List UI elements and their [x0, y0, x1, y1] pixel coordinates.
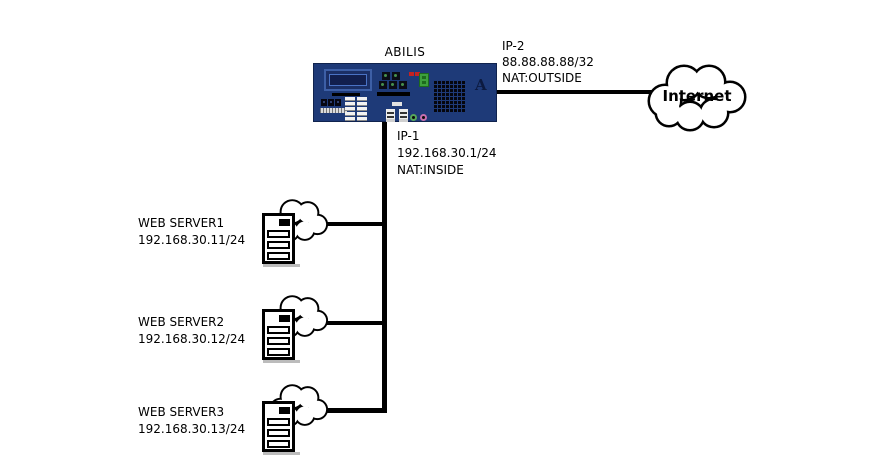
lan-cloud-icon: [268, 295, 329, 338]
internet-cloud-icon: [647, 64, 747, 132]
server-drive-slot: [279, 315, 290, 322]
lan-interface-label: IP-1 192.168.30.1/24 NAT:INSIDE: [397, 128, 496, 179]
server-2-label: WEB SERVER2 192.168.30.12/24: [138, 314, 245, 348]
internet-label: Internet: [662, 87, 732, 105]
router-logo-letter: A: [475, 76, 487, 94]
router-button: [399, 81, 407, 89]
lan-interface-name: IP-1: [397, 129, 420, 143]
server-3-address: 192.168.30.13/24: [138, 422, 246, 436]
router-button: [389, 81, 397, 89]
router-terminal-block: [419, 73, 429, 87]
router-red-led: [409, 72, 414, 76]
router-red-led: [415, 72, 420, 76]
router-button: [392, 72, 400, 80]
router-port-stack-1: [345, 97, 355, 122]
router-lcd-display: [324, 69, 372, 91]
server-1-label: WEB SERVER1 192.168.30.11/24: [138, 215, 245, 249]
lan-branch-line-1: [310, 222, 387, 226]
server-drive-slot: [279, 219, 290, 226]
router-rj-port: [386, 109, 395, 122]
server-2-icon: [262, 309, 300, 363]
wan-interface-name: IP-2: [502, 39, 525, 53]
router-label-strip: [320, 108, 347, 113]
server-1-icon: [262, 213, 300, 267]
router-slot-mid: [377, 92, 410, 96]
wan-interface-label: IP-2 88.88.88.88/32 NAT:OUTSIDE: [502, 38, 594, 86]
router-port-stack-2: [357, 97, 367, 122]
router-left-ports: [321, 99, 341, 106]
server-1-address: 192.168.30.11/24: [138, 233, 246, 247]
server-3-name: WEB SERVER3: [138, 405, 225, 419]
router-jack-green: [410, 114, 417, 121]
server-base: [263, 264, 300, 267]
router-small-label: [392, 102, 402, 106]
lan-trunk-line: [382, 118, 387, 413]
server-2-name: WEB SERVER2: [138, 315, 225, 329]
server-1-name: WEB SERVER1: [138, 216, 225, 230]
server-3-label: WEB SERVER3 192.168.30.13/24: [138, 404, 245, 438]
router-vent-grid: [434, 81, 465, 112]
router-lcd-screen: [329, 74, 367, 86]
lan-branch-line-3: [310, 408, 387, 413]
server-base: [263, 360, 300, 363]
server-2-address: 192.168.30.12/24: [138, 332, 246, 346]
server-drive-slot: [279, 407, 290, 414]
lan-branch-line-2: [310, 321, 387, 325]
device-name-label: ABILIS: [384, 45, 426, 59]
router-button: [382, 72, 390, 80]
router-button: [379, 81, 387, 89]
wan-interface-address: 88.88.88.88/32: [502, 55, 594, 69]
lan-interface-address: 192.168.30.1/24: [397, 146, 497, 160]
server-base: [263, 452, 300, 455]
router-slot-left: [332, 93, 360, 96]
lan-interface-nat: NAT:INSIDE: [397, 163, 464, 177]
router-jack-pink: [420, 114, 427, 121]
abilis-router-device: A: [313, 63, 497, 122]
wan-link-line: [494, 90, 652, 94]
server-3-icon: [262, 401, 300, 455]
router-rj-port: [399, 109, 408, 122]
wan-interface-nat: NAT:OUTSIDE: [502, 71, 582, 85]
